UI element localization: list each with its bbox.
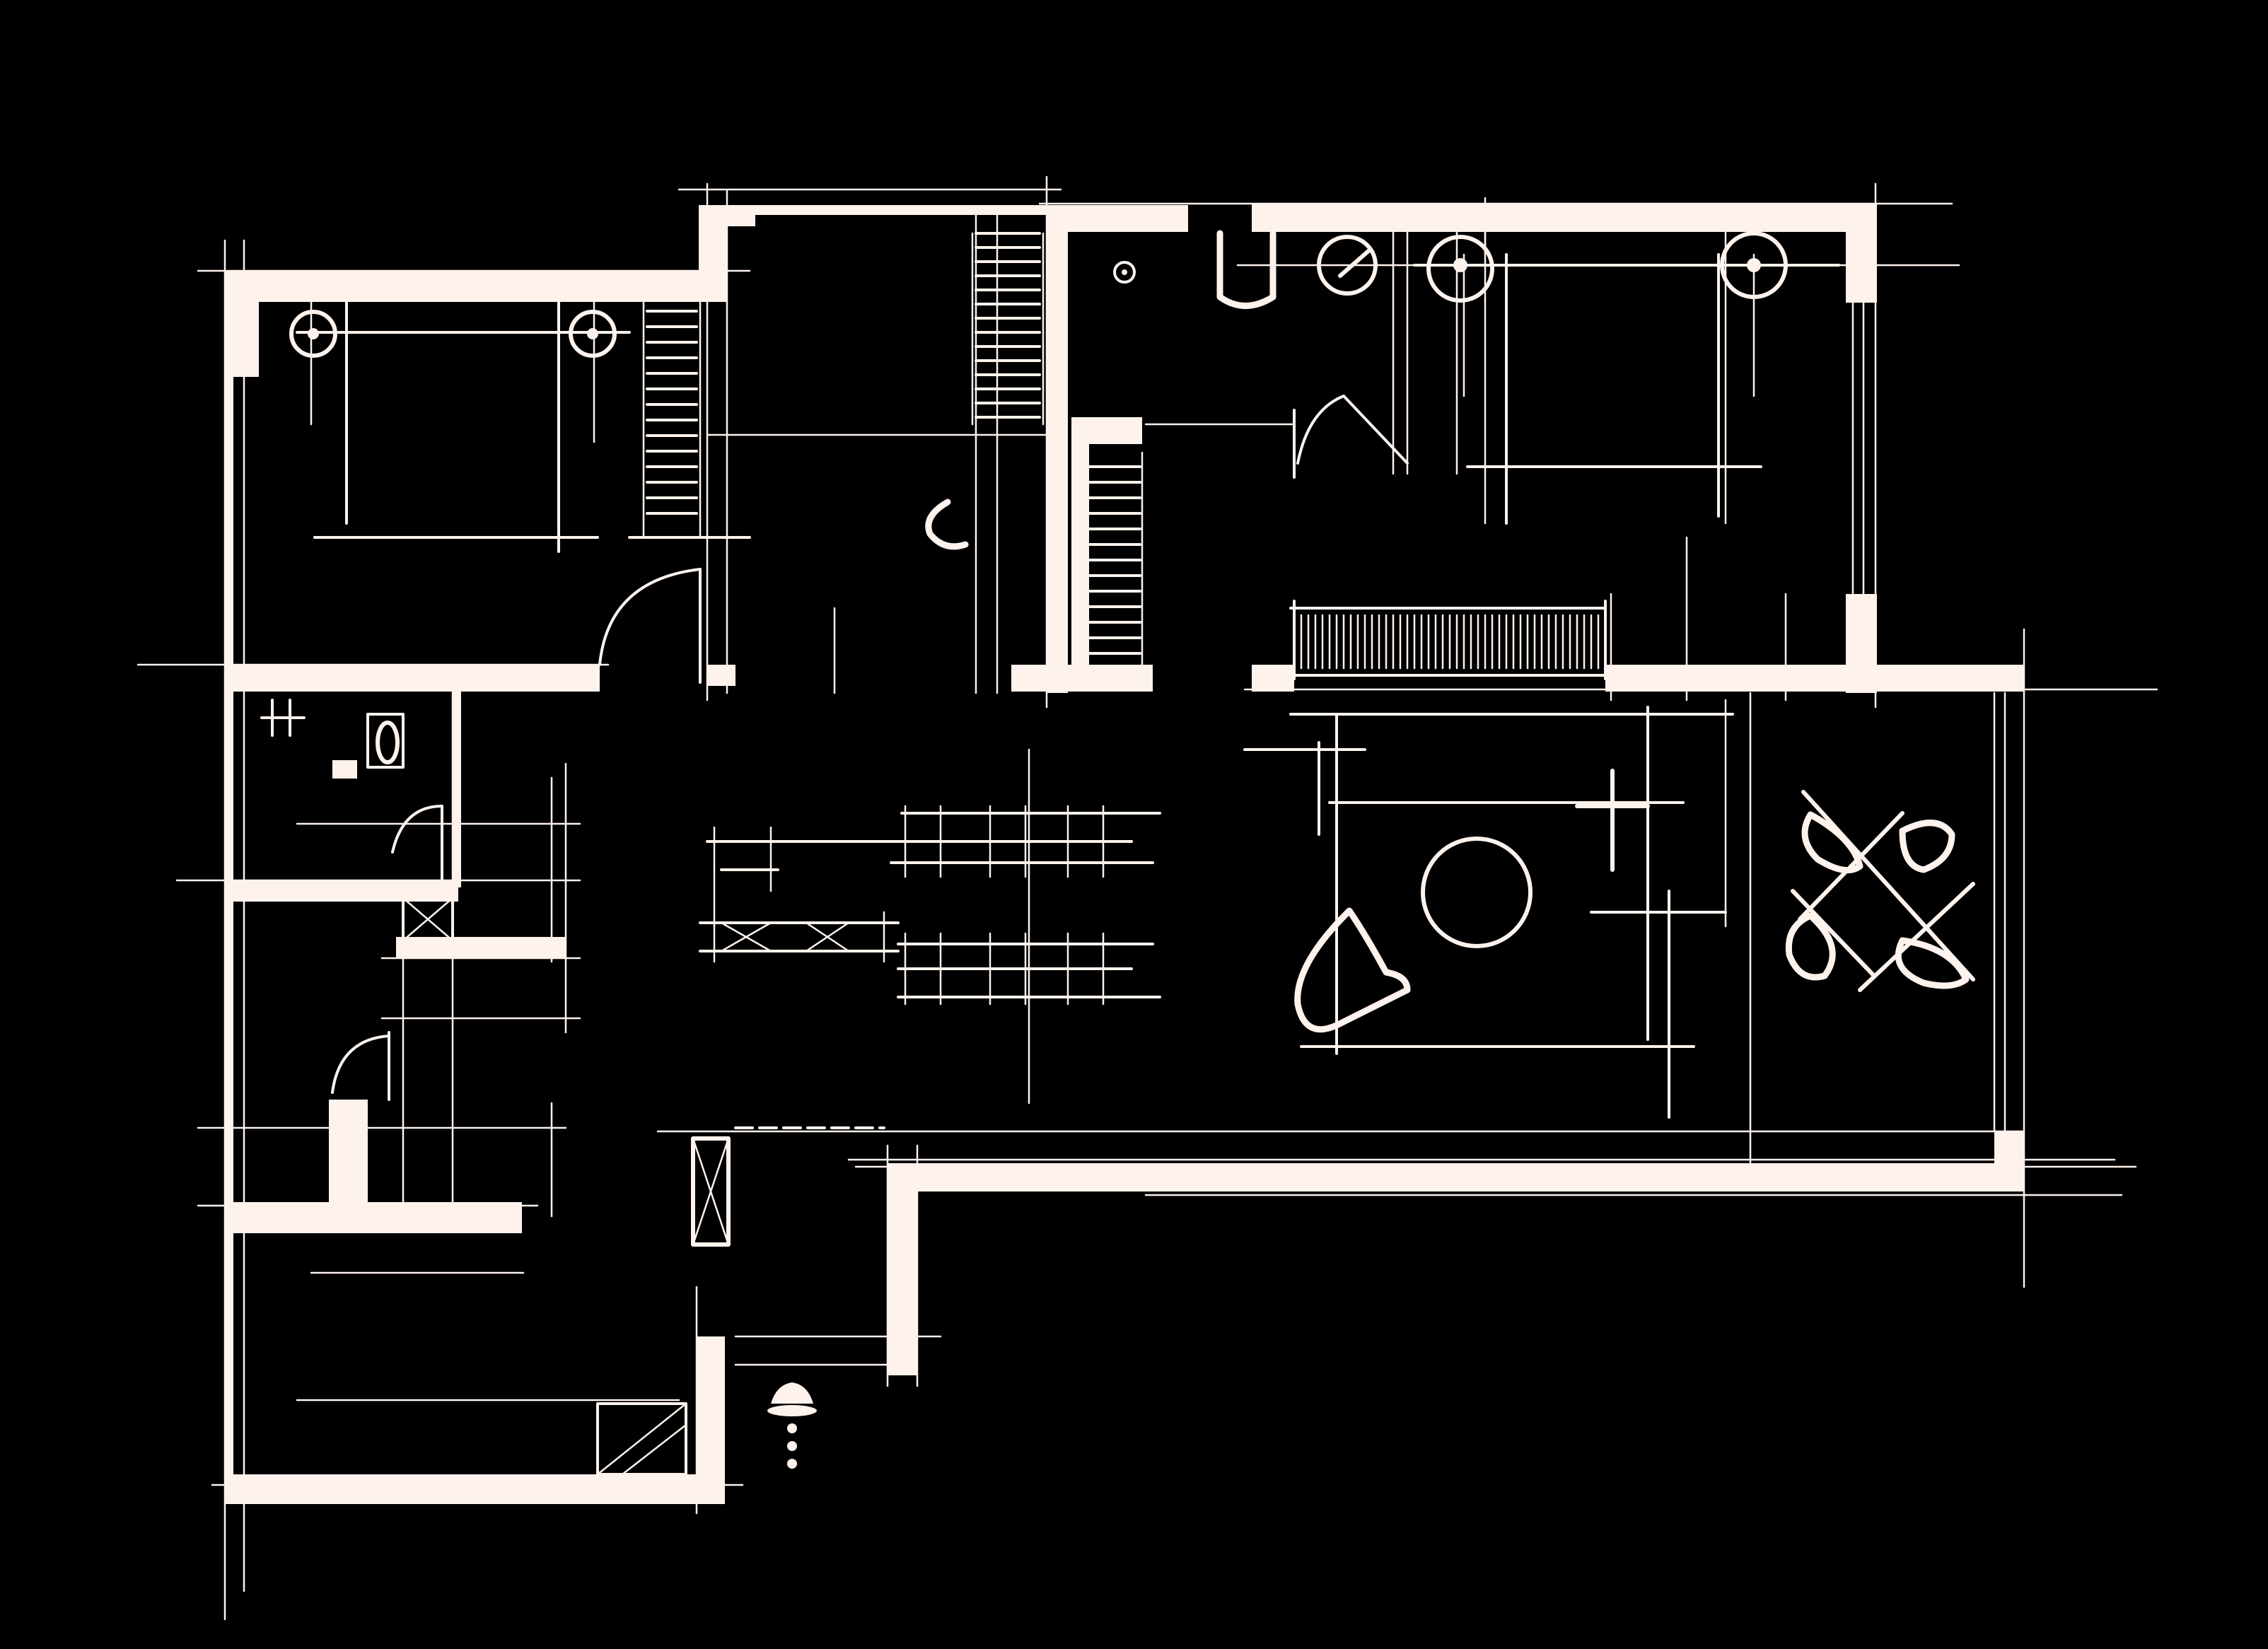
dining-chair-icon bbox=[1895, 937, 1970, 989]
dining-chair-icon bbox=[1785, 912, 1836, 981]
toilet-icon bbox=[925, 499, 969, 550]
wall-bath-fixture bbox=[332, 760, 357, 779]
wall-middle-top bbox=[727, 205, 1047, 215]
door-left-bath bbox=[391, 805, 443, 882]
bed-left bbox=[296, 296, 631, 553]
dining-area bbox=[1785, 790, 1975, 992]
lamp-icon bbox=[569, 310, 617, 358]
living-room bbox=[1243, 600, 1734, 1119]
wall-middle-bottom bbox=[1011, 665, 1153, 692]
wall-stub-a bbox=[707, 665, 735, 686]
wardrobes bbox=[628, 232, 1144, 666]
wall-living-top bbox=[1605, 665, 2024, 692]
wall-living-east-stub bbox=[1994, 1131, 2024, 1191]
sink-icon bbox=[1317, 235, 1378, 296]
wall-corridor-east bbox=[888, 1163, 917, 1375]
door-lower-left bbox=[331, 1031, 390, 1101]
lamp-icon bbox=[1426, 235, 1494, 303]
armchair-icon bbox=[1294, 907, 1411, 1033]
coffee-table-icon bbox=[1421, 837, 1533, 948]
lamp-icon bbox=[289, 310, 337, 358]
wall-pillar bbox=[329, 1100, 368, 1206]
wall-bedroom-left-bottom bbox=[225, 665, 600, 692]
wall-entry-east bbox=[697, 1336, 725, 1504]
doors bbox=[331, 395, 1409, 1101]
wardrobe-left bbox=[628, 301, 751, 539]
wall-suite-top-right bbox=[1252, 204, 1876, 232]
lamp-icon bbox=[1720, 231, 1788, 299]
dining-table-diagonal bbox=[1798, 811, 1904, 921]
wardrobe-middle bbox=[971, 232, 1045, 426]
beds bbox=[296, 253, 1840, 553]
wall-middle-east bbox=[1047, 205, 1068, 693]
bed-right bbox=[1413, 253, 1840, 525]
toilet-icon-left-bath bbox=[366, 713, 405, 769]
dining-chair-icon bbox=[1899, 820, 1955, 873]
dining-table-diagonal bbox=[1801, 790, 1975, 981]
wall-bath-east bbox=[453, 689, 461, 887]
entry-arrow-icon bbox=[767, 1382, 817, 1469]
wall-bedroom-left-top bbox=[225, 271, 706, 302]
wall-suite-east-upper bbox=[1846, 204, 1877, 303]
dining-chair-icon bbox=[1801, 811, 1863, 874]
hatch-marks bbox=[646, 232, 1600, 670]
wall-stub-b bbox=[1252, 665, 1294, 692]
tv-cabinet bbox=[1289, 600, 1607, 680]
door-bathroom bbox=[1293, 395, 1409, 479]
wall-living-bottom bbox=[888, 1163, 2023, 1191]
dining-table-diagonal bbox=[1791, 889, 1876, 978]
wardrobe-closet bbox=[1084, 451, 1144, 666]
bathroom-fixtures bbox=[260, 230, 1378, 769]
bathtub-icon bbox=[1216, 230, 1277, 309]
wall-lower-left-top bbox=[225, 1202, 522, 1233]
wall-west-exterior bbox=[225, 354, 233, 1485]
shelf-icon bbox=[260, 699, 306, 737]
wall-suite-top-left bbox=[1047, 205, 1188, 232]
storage-cabinets bbox=[402, 897, 731, 1476]
lamps bbox=[289, 231, 1788, 358]
walls bbox=[225, 204, 2024, 1504]
shower-drain-icon bbox=[1113, 261, 1136, 284]
dining-table-diagonal bbox=[1858, 882, 1975, 992]
door-bedroom-left bbox=[598, 568, 702, 684]
kitchen-counters bbox=[699, 805, 1161, 1006]
wall-bottom bbox=[225, 1474, 720, 1504]
